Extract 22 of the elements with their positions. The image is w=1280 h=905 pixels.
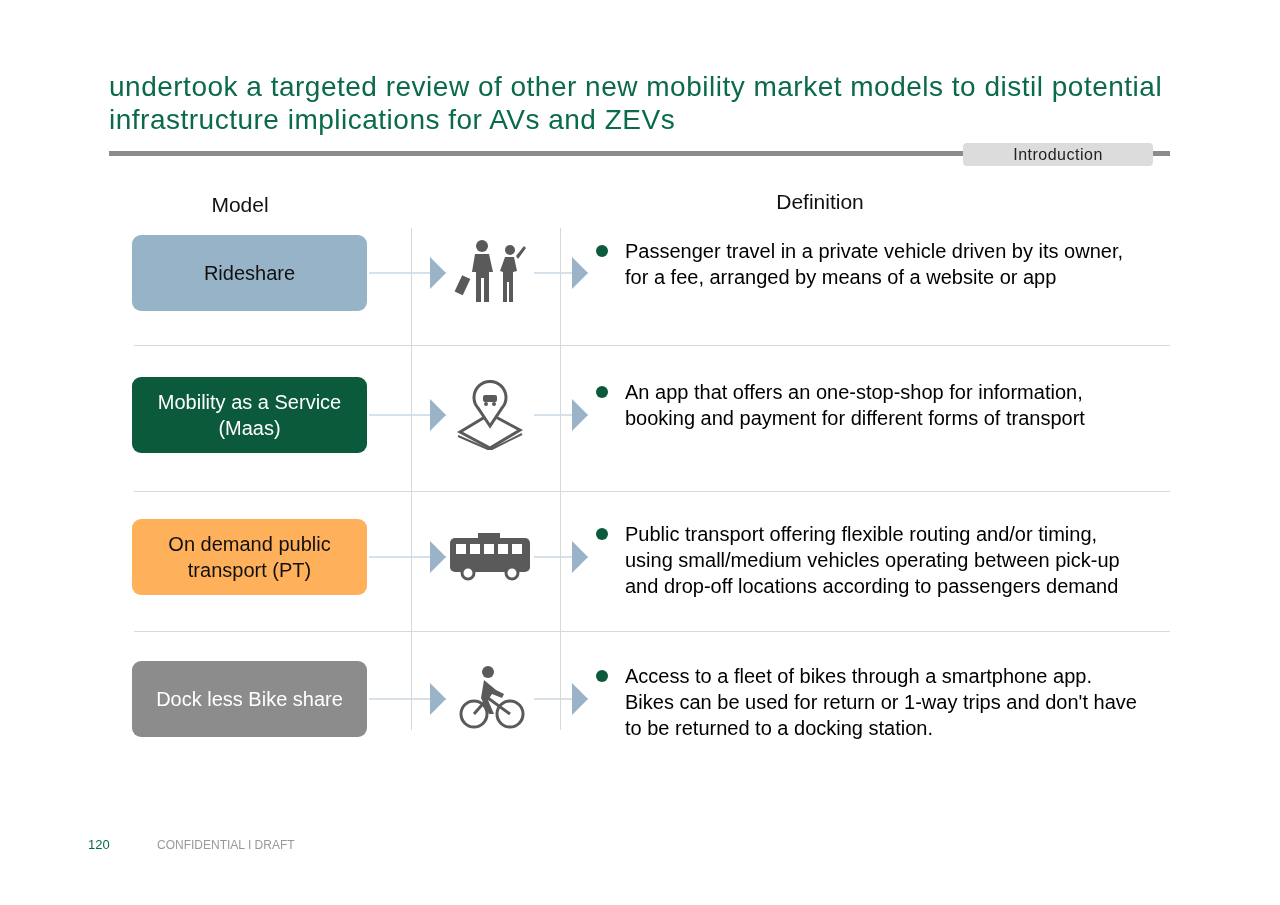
footer-note: CONFIDENTIAL I DRAFT xyxy=(157,838,295,852)
arrow xyxy=(533,683,589,715)
definition-text: Access to a fleet of bikes through a smartphone app. Bikes can be used for return or 1-way trips and don't have to be returned to a docking station. xyxy=(625,664,1138,741)
arrow xyxy=(368,541,447,573)
section-tab: Introduction xyxy=(963,143,1153,166)
arrow xyxy=(368,257,447,289)
definition-text: Public transport offering flexible routing and/or timing, using small/medium vehicles operating between pick-up and drop-off locations according to passengers demand xyxy=(625,522,1121,599)
definition-text: An app that offers an one-stop-shop for information, booking and payment for different forms of transport xyxy=(625,380,1086,431)
model-box: Mobility as a Service (Maas) xyxy=(132,377,367,453)
column-header: Model xyxy=(210,193,270,217)
arrow xyxy=(533,257,589,289)
definition-text: Passenger travel in a private vehicle driven by its owner, for a fee, arranged by means of a website or app xyxy=(625,239,1125,290)
arrow xyxy=(368,683,447,715)
arrow xyxy=(533,399,589,431)
model-box: On demand public transport (PT) xyxy=(132,519,367,595)
model-box: Dock less Bike share xyxy=(132,661,367,737)
page-number: 120 xyxy=(88,837,110,852)
model-box: Rideshare xyxy=(132,235,367,311)
column-header: Definition xyxy=(775,190,865,214)
arrow xyxy=(533,541,589,573)
slide-title: undertook a targeted review of other new mobility market models to distil potential infrastructure implications for AVs and ZEVs xyxy=(109,70,1164,136)
arrow xyxy=(368,399,447,431)
